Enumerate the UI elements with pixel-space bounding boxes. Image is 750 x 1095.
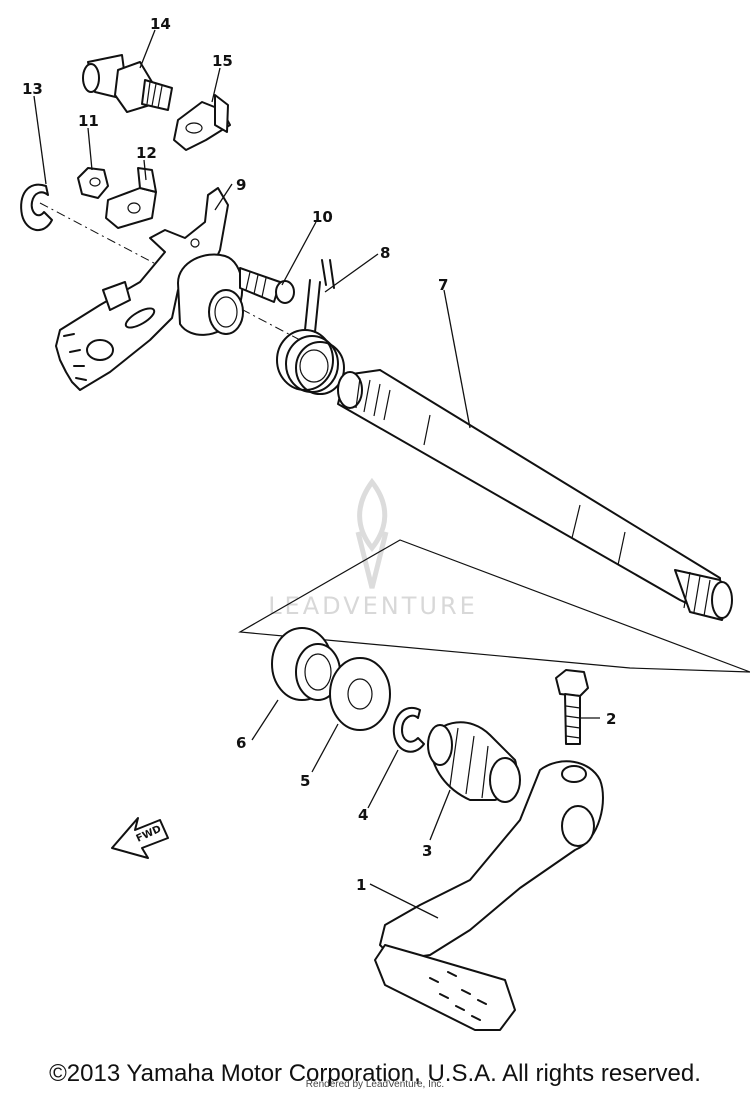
part-11-nut [77,167,109,199]
callout-6: 6 [236,734,246,752]
callout-1: 1 [356,876,366,894]
callout-5: 5 [300,772,310,790]
part-7-shaft [337,369,733,621]
callout-10: 10 [312,208,333,226]
part-10-pin [239,267,295,304]
callout-9: 9 [236,176,246,194]
callout-8: 8 [380,244,390,262]
part-14-bolt [82,54,173,113]
part-2-bolt [555,669,589,745]
part-5-washer [329,657,391,731]
part-4-circlip [392,707,425,753]
callout-12: 12 [136,144,157,162]
part-13-circlip [20,183,53,231]
leader-lines [33,29,600,919]
callout-14: 14 [150,15,171,33]
part-3-boot [427,721,521,803]
flame-logo-icon [355,477,389,589]
watermark: LEADVENTURE [268,477,478,620]
watermark-brand: LEADVENTURE [268,592,478,620]
callout-11: 11 [78,112,99,130]
copyright-notice: ©2013 Yamaha Motor Corporation, U.S.A. A… [49,1060,701,1087]
rendered-by-credit: Rendered by LeadVenture, Inc. [305,1079,445,1090]
callout-15: 15 [212,52,233,70]
callout-2: 2 [606,710,616,728]
part-8-spring [276,259,345,395]
part-9-shift-arm [55,187,244,391]
fwd-arrow-icon: FWD [111,817,169,859]
callout-3: 3 [422,842,432,860]
part-12-plate [105,167,157,229]
callout-4: 4 [358,806,368,824]
callout-13: 13 [22,80,43,98]
callout-labels: 14 15 13 11 12 9 10 8 7 2 3 4 5 6 1 [22,15,616,894]
part-6-oil-seal [271,627,341,701]
callout-7: 7 [438,276,448,294]
part-15-lock-washer [173,94,231,151]
part-1-pedal [374,760,604,1031]
